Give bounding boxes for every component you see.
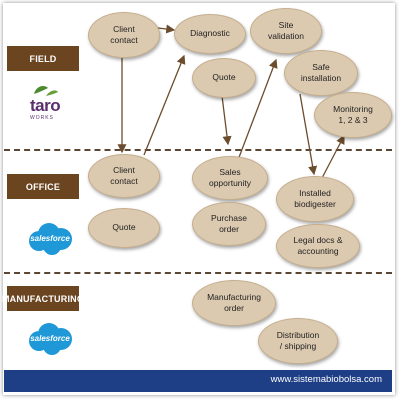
- arrow-office-diagnostic: [143, 54, 186, 156]
- node-installed-biodigester: Installed biodigester: [276, 176, 354, 222]
- lane-label-office: OFFICE: [7, 174, 79, 199]
- lane-label-field: FIELD: [7, 46, 79, 71]
- lane-label-manufacturing: MANUFACTURING: [2, 286, 84, 311]
- node-purchase-order: Purchase order: [192, 202, 266, 246]
- taro-sub: WORKS: [30, 115, 54, 121]
- taro-word: taro: [30, 96, 61, 115]
- salesforce-logo-office: salesforce: [25, 222, 75, 256]
- arrow-installed-monitoring: [321, 134, 345, 179]
- node-quote-office: Quote: [88, 208, 160, 248]
- salesforce-text: salesforce: [30, 234, 70, 243]
- arrow-quote-sales: [221, 95, 232, 146]
- lane-divider-office-manufacturing: [4, 272, 392, 274]
- node-client-contact-field: Client contact: [88, 12, 160, 58]
- arrow-safeinstall-installed: [299, 93, 318, 176]
- lane-divider-field-office: [4, 149, 392, 151]
- salesforce-text: salesforce: [30, 334, 70, 343]
- arrow-clientcontact-diagnostic: [157, 24, 176, 34]
- node-safe-installation: Safe installation: [284, 50, 358, 96]
- node-client-contact-office: Client contact: [88, 154, 160, 198]
- node-sales-opportunity: Sales opportunity: [192, 156, 268, 200]
- node-manufacturing-order: Manufacturing order: [192, 280, 276, 326]
- node-monitoring: Monitoring 1, 2 & 3: [314, 92, 392, 138]
- salesforce-cloud-icon: [29, 223, 72, 255]
- footer-bar: www.sistemabiobolsa.com: [4, 370, 392, 392]
- footer-url[interactable]: www.sistemabiobolsa.com: [270, 374, 382, 385]
- salesforce-logo-manufacturing: salesforce: [25, 322, 75, 356]
- node-distribution-shipping: Distribution / shipping: [258, 318, 338, 364]
- node-diagnostic: Diagnostic: [174, 14, 246, 54]
- taro-works-logo: taro WORKS: [24, 84, 76, 128]
- arrow-sales-sitevalidation: [237, 58, 278, 161]
- node-site-validation: Site validation: [250, 8, 322, 54]
- leaf-icon: [34, 86, 58, 96]
- salesforce-cloud-icon: [29, 323, 72, 355]
- node-legal-docs: Legal docs & accounting: [276, 224, 360, 268]
- node-quote-field: Quote: [192, 58, 256, 98]
